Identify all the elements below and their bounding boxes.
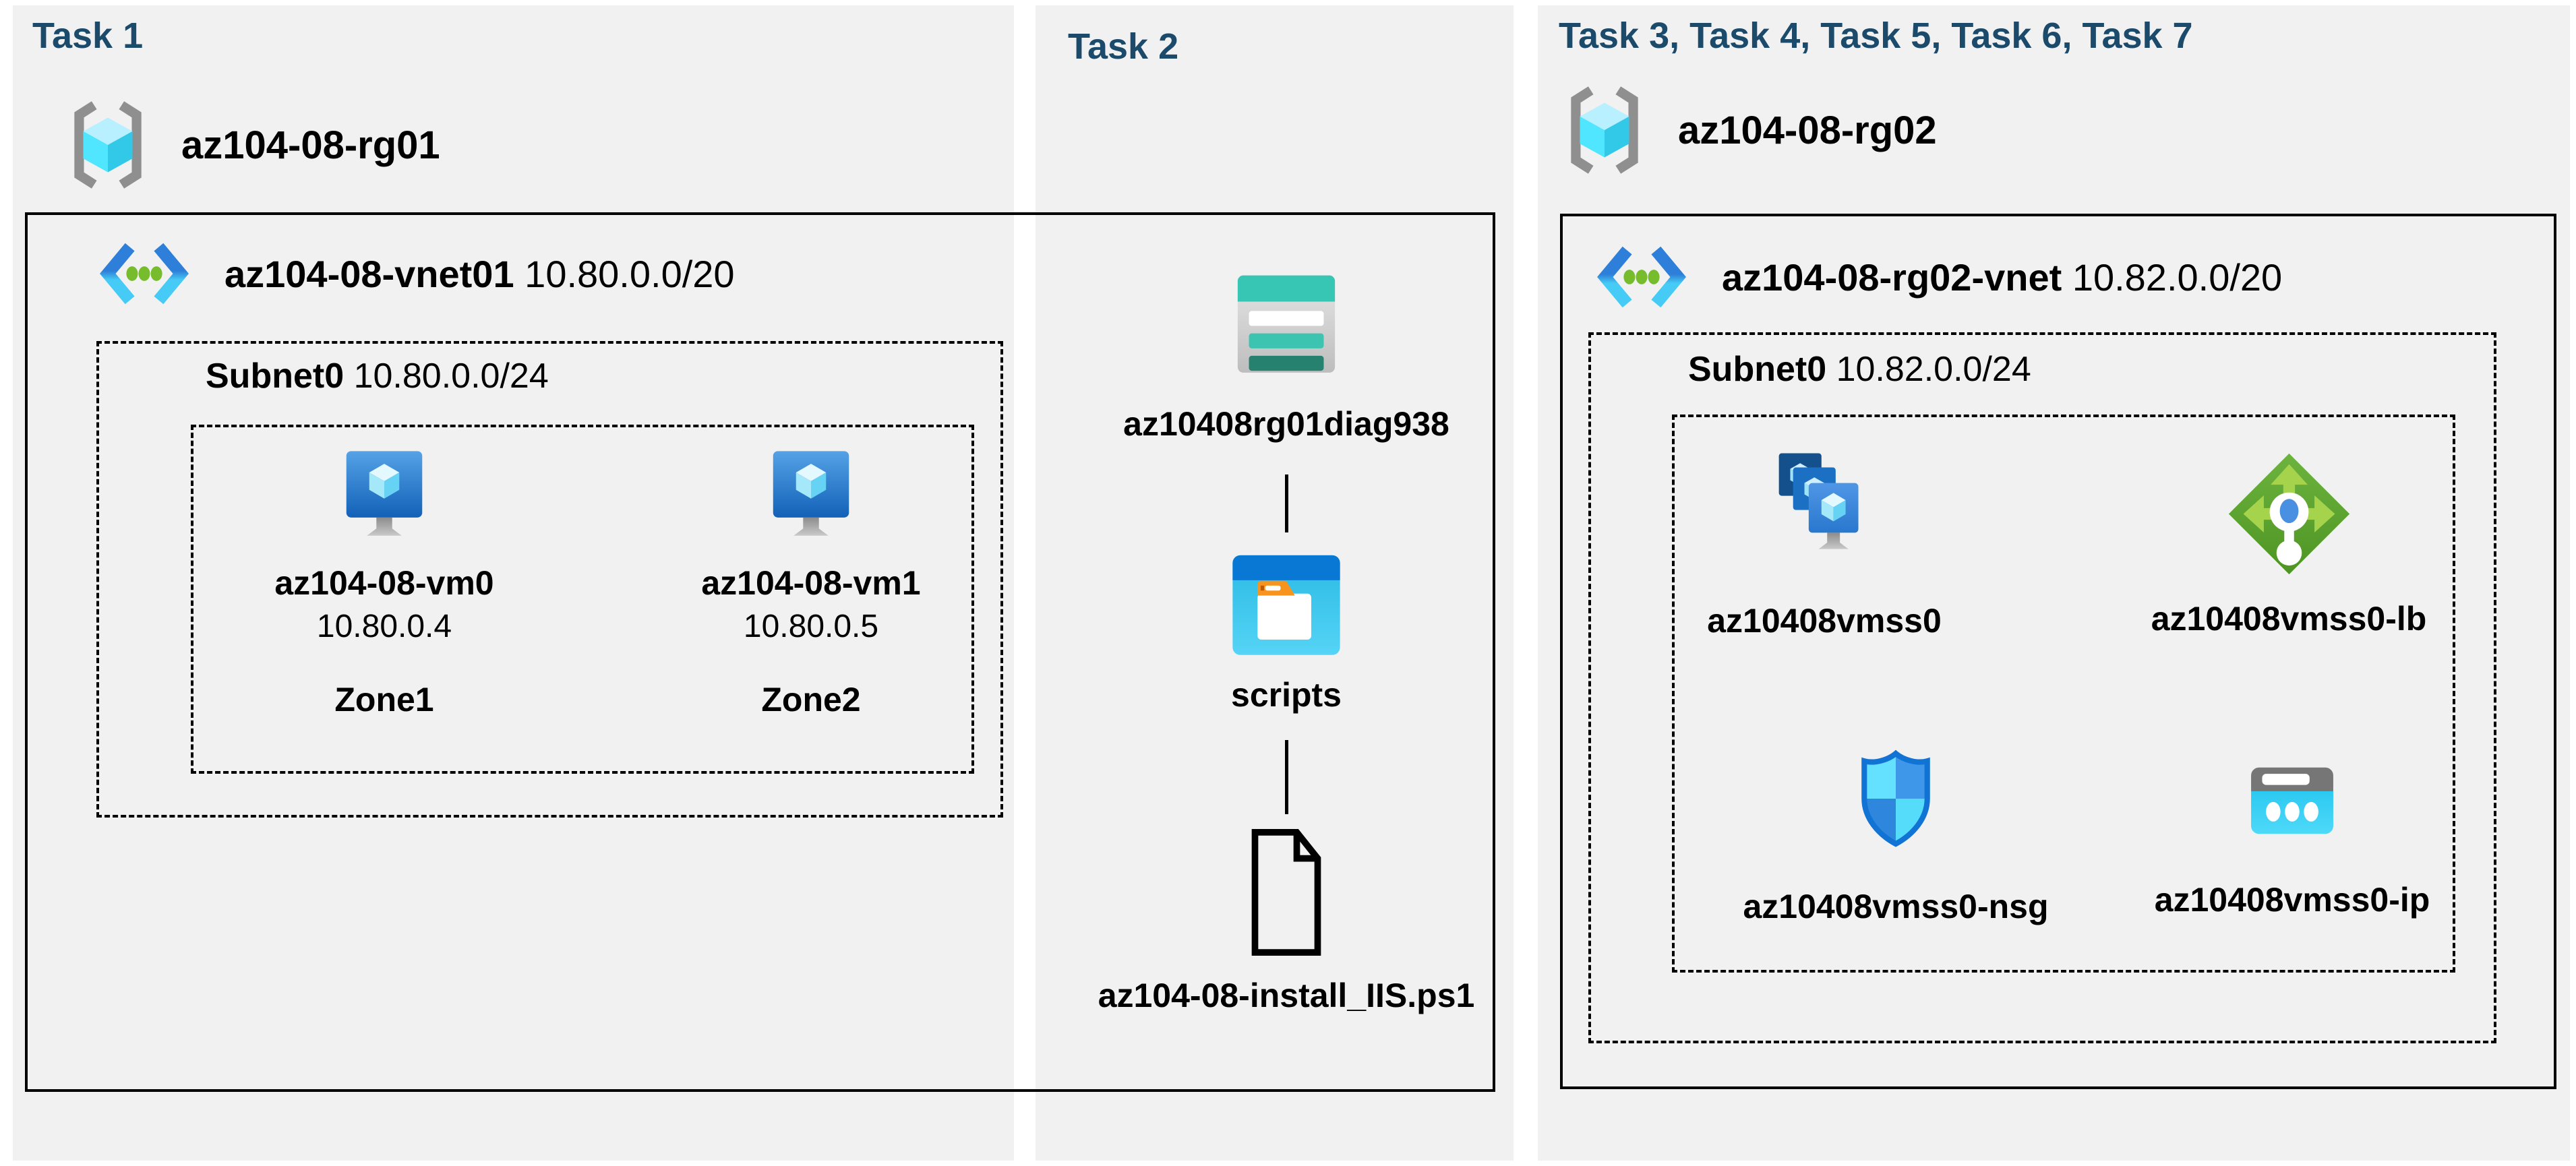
virtual-network-icon bbox=[1595, 239, 1688, 315]
connector-line bbox=[1285, 474, 1288, 532]
storage-account-name: az10408rg01diag938 bbox=[1123, 405, 1449, 443]
script-file-node: az104-08-install_IIS.ps1 bbox=[1091, 826, 1482, 1015]
vm1-zone: Zone2 bbox=[761, 681, 861, 718]
task2-title: Task 2 bbox=[1068, 26, 1179, 67]
subnet1-label: Subnet0 10.80.0.0/24 bbox=[206, 356, 549, 396]
subnet2-box bbox=[1588, 332, 2496, 1043]
vnet2-cidr: 10.82.0.0/20 bbox=[2072, 255, 2283, 299]
connector-line bbox=[1285, 740, 1288, 814]
task3-panel bbox=[1538, 5, 2570, 1161]
vnet1-cidr: 10.80.0.0/20 bbox=[525, 252, 735, 295]
public-ip-icon bbox=[2242, 756, 2343, 845]
load-balancer-node: az10408vmss0-lb bbox=[2114, 445, 2464, 638]
nsg-node: az10408vmss0-nsg bbox=[1720, 739, 2071, 926]
vnet2-name: az104-08-rg02-vnet bbox=[1722, 255, 2062, 299]
virtual-machine-icon bbox=[760, 445, 862, 546]
network-security-group-icon bbox=[1852, 739, 1940, 859]
vnet1-header: az104-08-vnet01 10.80.0.0/20 bbox=[98, 236, 735, 311]
task1-panel bbox=[13, 5, 1014, 1161]
subnet2-name: Subnet0 bbox=[1688, 350, 1827, 389]
vmss-name: az10408vmss0 bbox=[1707, 602, 1942, 640]
file-share-icon bbox=[1225, 547, 1348, 659]
resource-group-2: az104-08-rg02 bbox=[1561, 81, 1937, 179]
vnet1-label: az104-08-vnet01 10.80.0.0/20 bbox=[224, 252, 735, 296]
vm0-ip: 10.80.0.4 bbox=[316, 609, 452, 644]
vm1-name: az104-08-vm1 bbox=[701, 564, 921, 602]
vm0-zone: Zone1 bbox=[334, 681, 434, 718]
vm0-name: az104-08-vm0 bbox=[274, 564, 494, 602]
public-ip-node: az10408vmss0-ip bbox=[2117, 756, 2467, 919]
resource-group-1-name: az104-08-rg01 bbox=[181, 123, 440, 167]
load-balancer-icon bbox=[2227, 445, 2352, 583]
subnet2-label: Subnet0 10.82.0.0/24 bbox=[1688, 349, 2031, 390]
vm1-node: az104-08-vm1 10.80.0.5 Zone2 bbox=[656, 445, 966, 719]
vnet1-name: az104-08-vnet01 bbox=[224, 252, 514, 295]
vnet2-header: az104-08-rg02-vnet 10.82.0.0/20 bbox=[1595, 239, 2282, 315]
virtual-machine-icon bbox=[334, 445, 435, 546]
resource-group-icon bbox=[64, 96, 152, 194]
load-balancer-name: az10408vmss0-lb bbox=[2151, 600, 2427, 638]
vm0-node: az104-08-vm0 10.80.0.4 Zone1 bbox=[229, 445, 539, 719]
vmss-resources-box bbox=[1672, 415, 2455, 973]
vmss-node: az10408vmss0 bbox=[1649, 450, 2000, 640]
scripts-folder-node: scripts bbox=[1091, 547, 1482, 714]
subnet1-name: Subnet0 bbox=[206, 357, 345, 396]
vm-scale-set-icon bbox=[1770, 450, 1878, 578]
resource-group-2-name: az104-08-rg02 bbox=[1678, 108, 1937, 152]
scripts-folder-name: scripts bbox=[1231, 676, 1342, 714]
vm-zone-box bbox=[191, 425, 974, 774]
virtual-network-icon bbox=[98, 236, 191, 311]
storage-account-icon bbox=[1226, 264, 1347, 380]
script-file-name: az104-08-install_IIS.ps1 bbox=[1098, 977, 1475, 1014]
vnet2-label: az104-08-rg02-vnet 10.82.0.0/20 bbox=[1722, 255, 2282, 299]
subnet1-box bbox=[96, 341, 1003, 818]
subnet1-cidr: 10.80.0.0/24 bbox=[353, 357, 549, 396]
nsg-name: az10408vmss0-nsg bbox=[1743, 888, 2049, 925]
file-icon bbox=[1245, 826, 1328, 958]
task1-title: Task 1 bbox=[32, 16, 144, 56]
resource-group-icon bbox=[1561, 81, 1648, 179]
storage-account-node: az10408rg01diag938 bbox=[1091, 264, 1482, 443]
task3-title: Task 3, Task 4, Task 5, Task 6, Task 7 bbox=[1559, 16, 2193, 56]
public-ip-name: az10408vmss0-ip bbox=[2154, 881, 2430, 919]
vnet1-boundary-box bbox=[25, 212, 1495, 1092]
subnet2-cidr: 10.82.0.0/24 bbox=[1836, 350, 2031, 389]
vm1-ip: 10.80.0.5 bbox=[743, 609, 879, 644]
resource-group-1: az104-08-rg01 bbox=[64, 96, 440, 194]
vnet2-boundary-box bbox=[1560, 214, 2556, 1089]
